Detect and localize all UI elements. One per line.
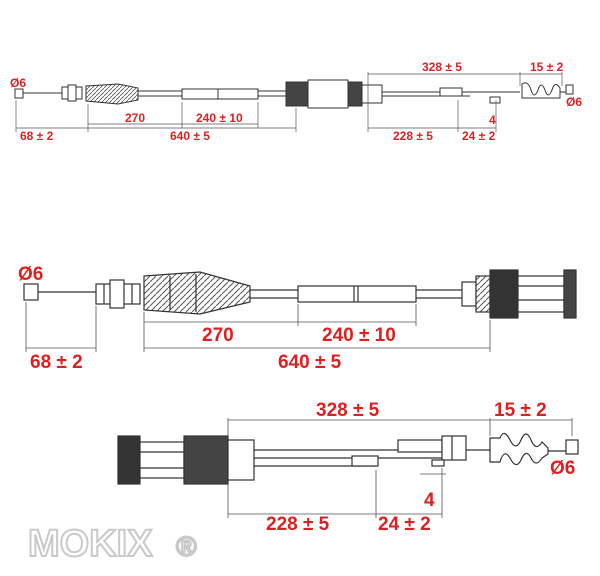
rubber-bellows — [489, 432, 549, 466]
watermark-reg-mark: ® — [176, 531, 197, 562]
top-dim-dia-right: Ø6 — [566, 95, 582, 109]
tapered-boot — [85, 83, 139, 105]
right-dim-15: 15 ± 2 — [494, 400, 547, 421]
cable-end-nipple — [14, 88, 24, 99]
cable-end-nipple — [23, 283, 39, 301]
rubber-bellows — [521, 82, 561, 99]
mokix-watermark: MOKIX ® — [27, 522, 198, 566]
top-dimension-lines — [15, 72, 563, 132]
top-dim-270: 270 — [125, 111, 145, 125]
left-dim-240: 240 ± 10 — [322, 325, 396, 346]
top-overview — [14, 79, 574, 109]
right-dim-4: 4 — [424, 490, 435, 511]
housing-assembly — [285, 79, 383, 109]
protective-sleeve — [297, 285, 417, 303]
housing-assembly — [117, 435, 255, 485]
left-dim-640: 640 ± 5 — [278, 352, 342, 373]
right-dim-24: 24 ± 2 — [378, 514, 431, 535]
top-dim-15: 15 ± 2 — [530, 60, 564, 74]
right-dim-228: 228 ± 5 — [266, 514, 330, 535]
right-dim-328: 328 ± 5 — [316, 400, 380, 421]
right-detail — [117, 432, 579, 485]
cable-end-nipple-right — [565, 84, 574, 95]
top-dim-24: 24 ± 2 — [462, 129, 496, 143]
top-dim-4: 4 — [489, 113, 496, 127]
left-dimension-lines — [25, 302, 491, 352]
top-dim-dia-left: Ø6 — [10, 76, 26, 90]
right-dimension-lines — [227, 418, 573, 518]
top-dim-68: 68 ± 2 — [20, 129, 54, 143]
top-dim-328: 328 ± 5 — [422, 60, 462, 74]
housing-assembly — [461, 269, 577, 319]
left-detail — [23, 269, 577, 319]
top-dim-228: 228 ± 5 — [393, 129, 433, 143]
protective-sleeve — [181, 88, 259, 100]
cable-end-nipple-right — [565, 439, 579, 455]
top-dim-640: 640 ± 5 — [170, 129, 210, 143]
left-dim-dia: Ø6 — [18, 264, 43, 285]
tapered-boot — [143, 271, 251, 315]
watermark-brand: MOKIX — [28, 523, 153, 565]
right-dim-dia: Ø6 — [550, 458, 575, 479]
left-dim-68: 68 ± 2 — [30, 352, 83, 373]
top-dim-240: 240 ± 10 — [196, 111, 243, 125]
left-dim-270: 270 — [202, 325, 234, 346]
